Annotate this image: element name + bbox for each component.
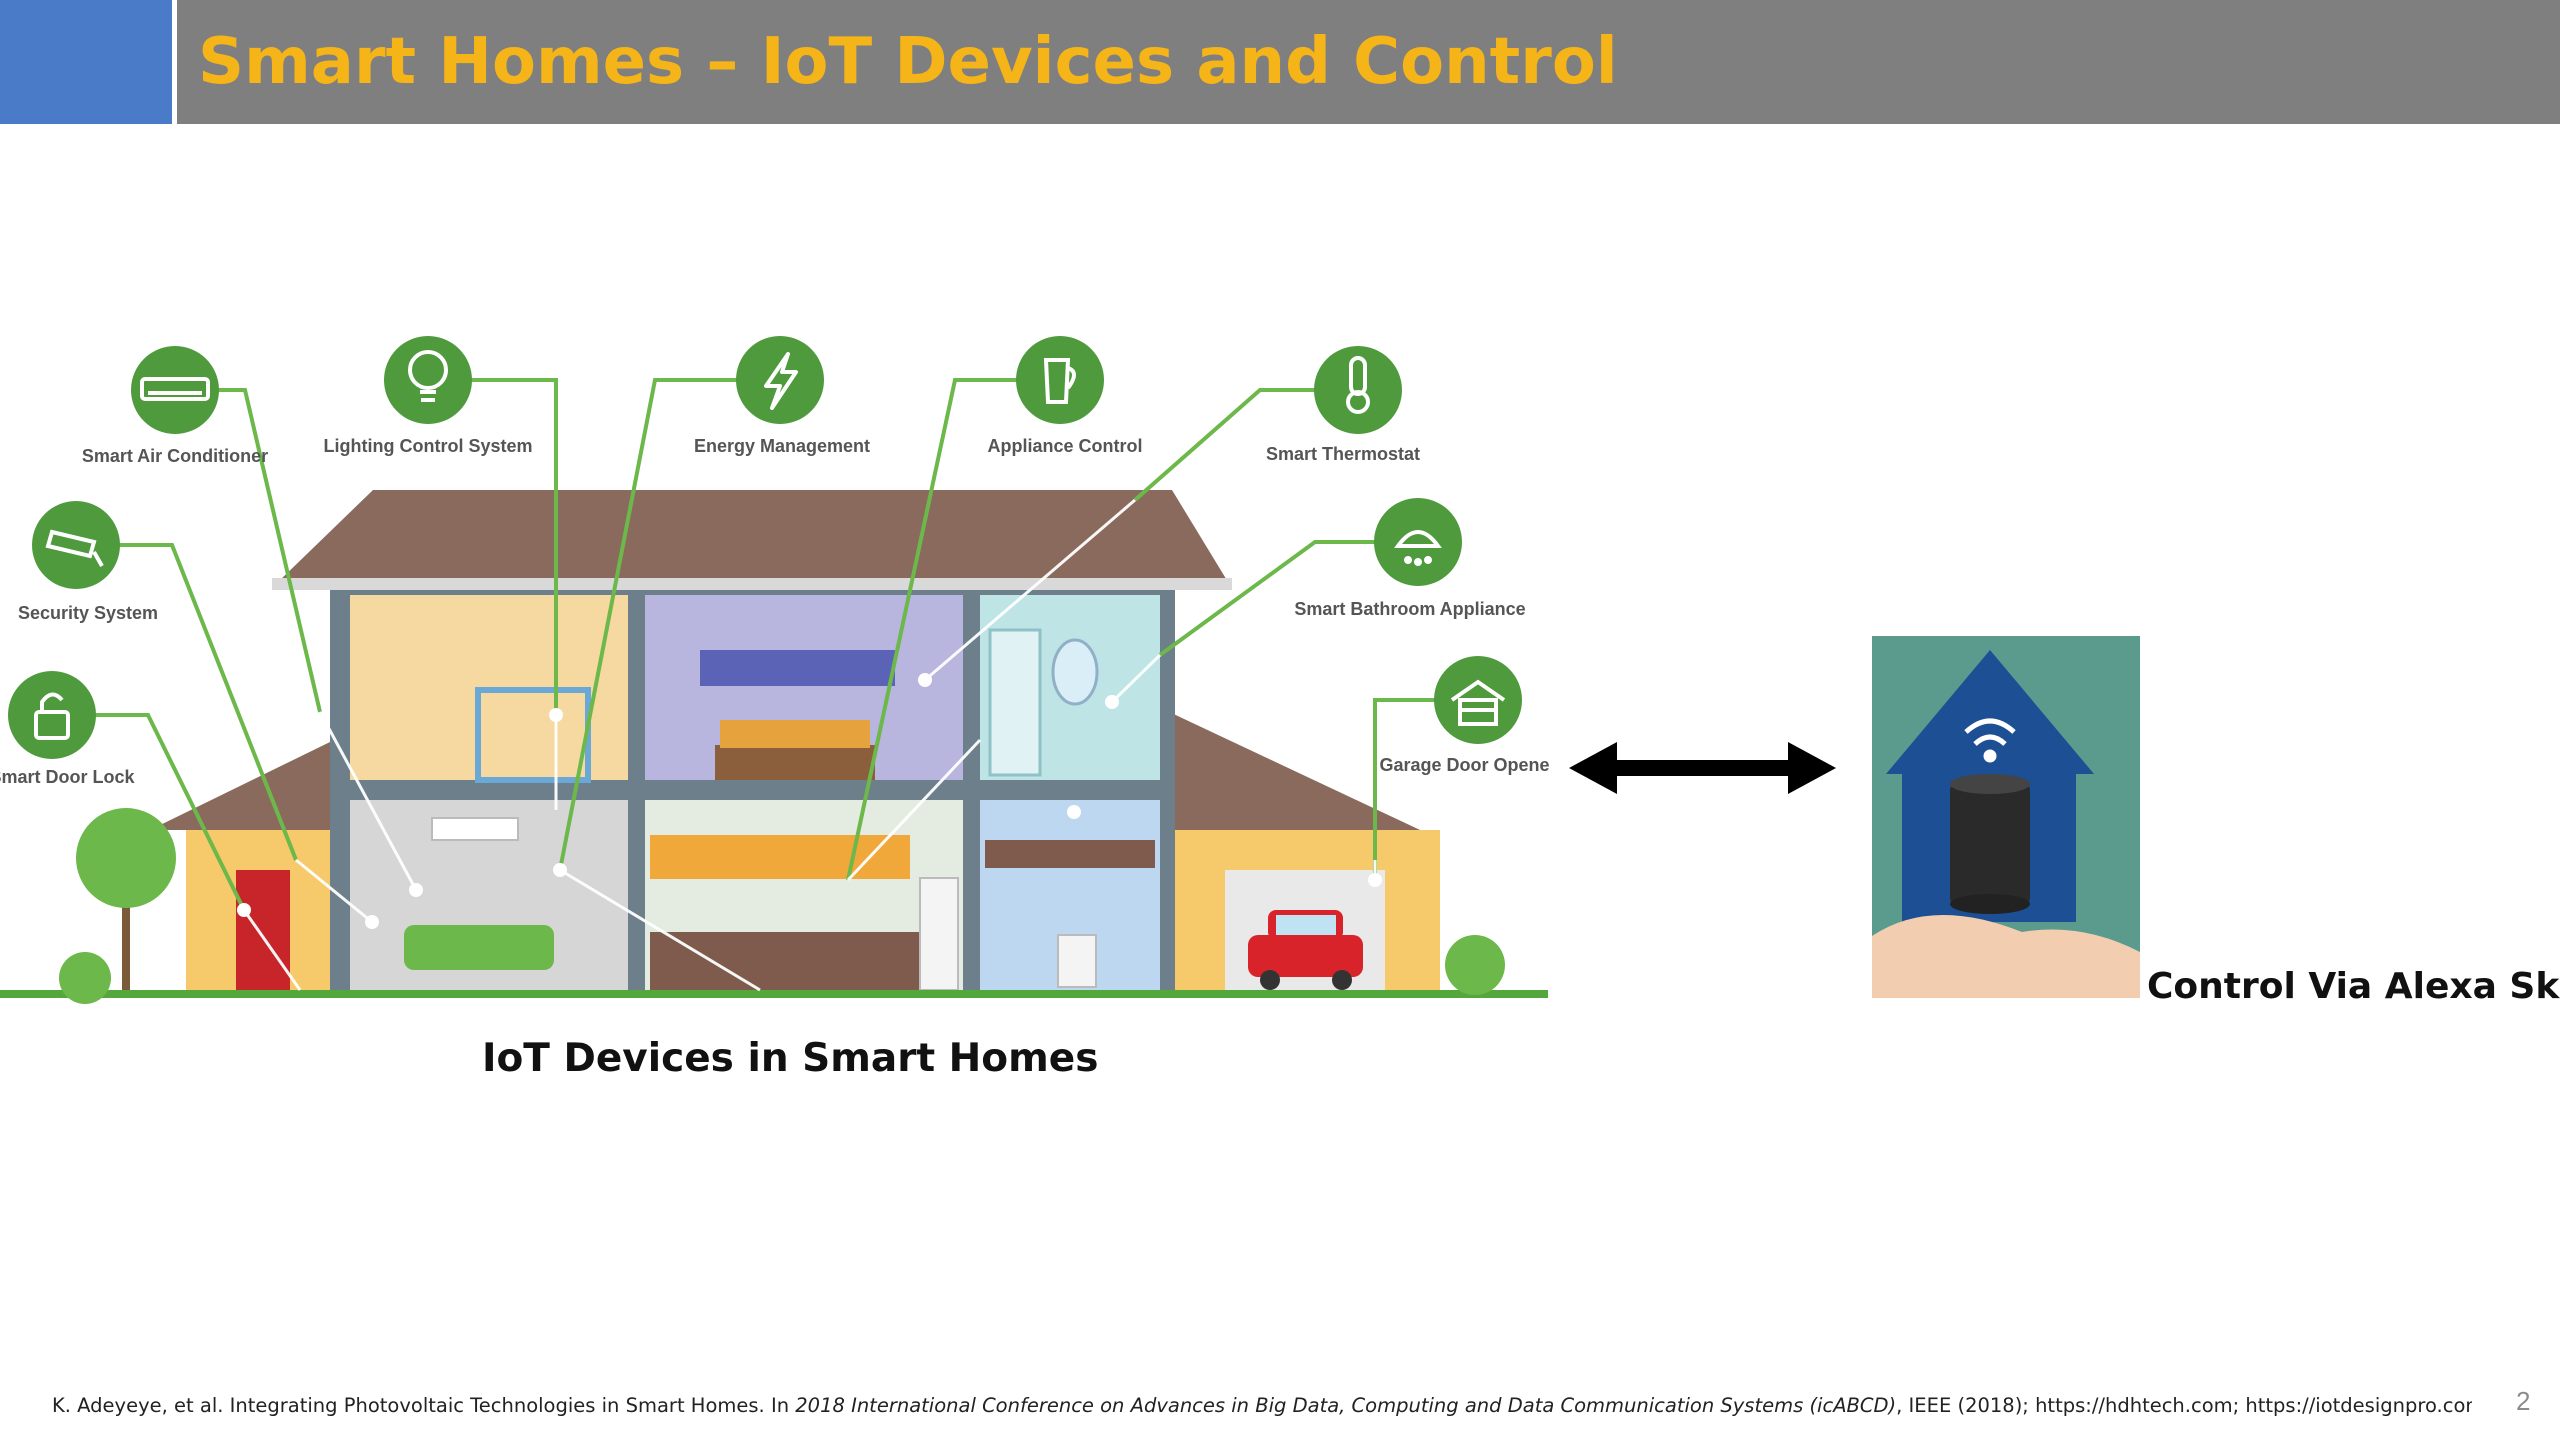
ground-line: [0, 990, 1548, 998]
device-smart-bathroom-appliance: Smart Bathroom Appliance: [1294, 498, 1526, 619]
padlock-icon: [34, 692, 70, 740]
kitchen-counter: [650, 932, 920, 990]
roof-eave: [272, 578, 1232, 590]
house-caption: IoT Devices in Smart Homes: [482, 1036, 1099, 1081]
device-label: Lighting Control System: [324, 436, 533, 456]
device-label: Smart Thermostat: [1266, 444, 1420, 464]
hand: [1872, 914, 2140, 998]
device-lighting-control-system: Lighting Control System: [324, 336, 533, 456]
kettle-icon: [1043, 358, 1076, 404]
smart-speaker-icon: [1950, 774, 2030, 914]
washing-machine: [1057, 934, 1097, 988]
shower-cabin: [988, 628, 1042, 777]
device-label: Security System: [18, 603, 158, 623]
tree-trunk: [122, 880, 130, 990]
device-label: Smart Door Lock: [0, 767, 136, 787]
bathroom-mirror: [1051, 638, 1099, 706]
right-wing-roof: [1165, 710, 1420, 830]
connector-endpoints: [237, 673, 1382, 929]
fridge: [919, 877, 959, 991]
laundry-shelves: [985, 840, 1155, 868]
car: [1248, 910, 1363, 990]
device-label: Energy Management: [694, 436, 870, 456]
light-bulb-icon: [408, 350, 448, 402]
left-wing-roof: [150, 742, 330, 830]
lightning-bolt-icon: [764, 352, 798, 410]
device-smart-thermostat: Smart Thermostat: [1266, 346, 1420, 464]
air-conditioner-unit: [431, 817, 519, 841]
tree: [76, 808, 176, 908]
shower-icon: [1394, 530, 1442, 566]
sofa: [404, 925, 554, 970]
bush-left: [59, 952, 111, 1004]
device-label: Smart Bathroom Appliance: [1294, 599, 1525, 619]
wall-painting: [700, 650, 895, 686]
title-accent-block: [0, 0, 177, 124]
title-bar: Smart Homes – IoT Devices and Control: [0, 0, 2560, 124]
device-label: Smart Air Conditioner: [82, 446, 268, 466]
front-door: [236, 870, 290, 995]
alexa-caption: Control Via Alexa Skills: [2147, 966, 2560, 1007]
security-camera-icon: [45, 529, 104, 567]
bed: [715, 745, 875, 780]
house-roof: [278, 490, 1228, 582]
wifi-icon: [1964, 718, 2016, 763]
connector-lines-inner: [242, 498, 1377, 992]
reference-suffix: , IEEE (2018); https://hdhtech.com; http…: [1896, 1394, 2472, 1417]
device-security-system: Security System: [18, 501, 158, 623]
thermometer-icon: [1346, 356, 1370, 414]
kitchen-cabinets: [650, 835, 910, 879]
device-garage-door-opener: Garage Door Opener: [1379, 656, 1550, 775]
slide-title: Smart Homes – IoT Devices and Control: [198, 25, 1618, 99]
air-conditioner-icon: [140, 377, 210, 401]
reference-prefix: K. Adeyeye, et al. Integrating Photovolt…: [52, 1394, 796, 1417]
alexa-device-image: [1872, 636, 2140, 998]
reference-venue: 2018 International Conference on Advance…: [795, 1394, 1897, 1417]
device-smart-door-lock: Smart Door Lock: [0, 671, 136, 787]
device-label: Garage Door Opener: [1379, 755, 1550, 775]
reference-citation: K. Adeyeye, et al. Integrating Photovolt…: [52, 1394, 2472, 1417]
bush-right: [1445, 935, 1505, 995]
smart-home-illustration: Smart Air Conditioner Lighting Control S…: [0, 336, 1550, 1004]
page-number: 2: [2516, 1386, 2531, 1416]
device-label: Appliance Control: [987, 436, 1142, 456]
bed-blanket: [720, 720, 870, 748]
device-energy-management: Energy Management: [694, 336, 870, 456]
garage-icon: [1450, 679, 1506, 726]
double-headed-arrow: [1569, 742, 1836, 794]
device-smart-air-conditioner: Smart Air Conditioner: [82, 346, 268, 466]
device-appliance-control: Appliance Control: [987, 336, 1143, 456]
